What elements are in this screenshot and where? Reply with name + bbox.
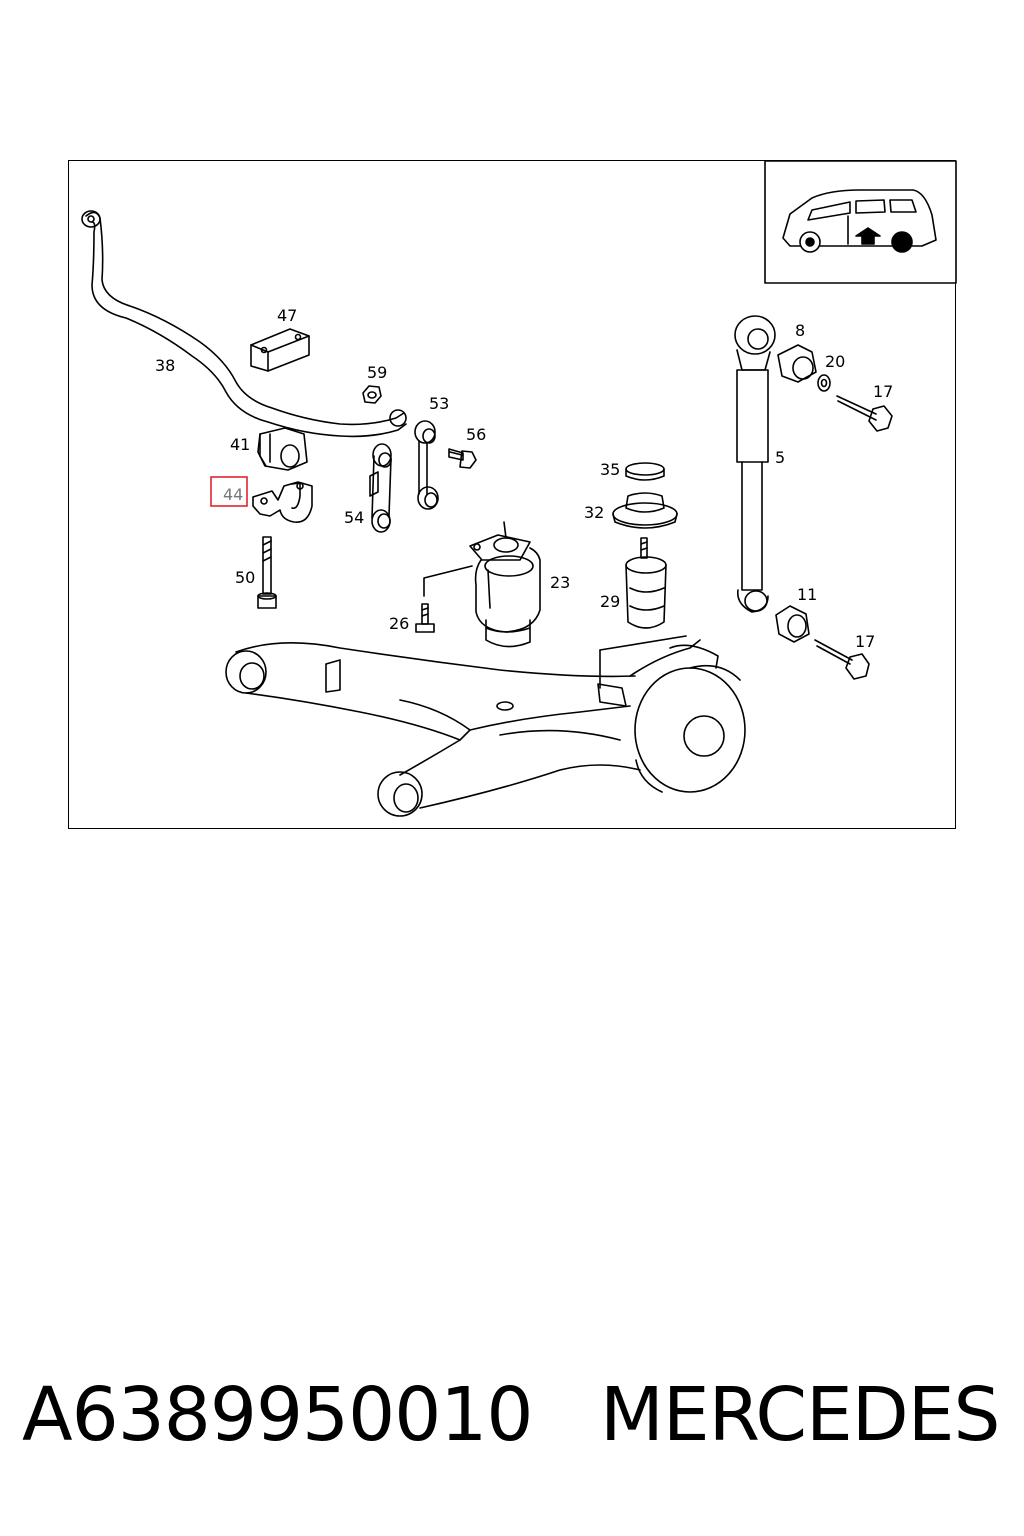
callout-26: 26 [389, 614, 409, 633]
callout-11: 11 [797, 585, 817, 604]
vehicle-inset [764, 160, 957, 284]
callout-56: 56 [466, 425, 486, 444]
callout-23: 23 [550, 573, 570, 592]
highlight-box-44 [210, 476, 248, 507]
part-50-long-bolt [257, 536, 277, 609]
callout-38: 38 [155, 356, 175, 375]
callout-53: 53 [429, 394, 449, 413]
exploded-view-drawing: 38 47 59 53 41 56 44 54 50 26 23 35 32 2… [81, 160, 957, 817]
callout-8: 8 [795, 321, 805, 340]
part-23-air-spring [469, 521, 541, 648]
leader-26-23 [423, 565, 473, 597]
part-20-washer [817, 374, 831, 392]
callout-29: 29 [600, 592, 620, 611]
callout-50: 50 [235, 568, 255, 587]
part-29-bump-stop [625, 537, 667, 629]
callout-17-lower: 17 [855, 632, 875, 651]
part-8-bushing [777, 344, 817, 383]
trailing-arm [225, 635, 746, 817]
part-11-bushing [775, 605, 810, 643]
part-53-link-rod [414, 420, 439, 510]
part-17-bolt-upper [836, 395, 893, 432]
part-59-nut [362, 385, 382, 404]
callout-41: 41 [230, 435, 250, 454]
part-26-screw [415, 603, 435, 633]
callout-44-highlighted: 44 [223, 485, 243, 504]
part-56-bolt [448, 448, 477, 469]
callout-labels: 38 47 59 53 41 56 44 54 50 26 23 35 32 2… [155, 306, 893, 651]
part-5-shock-absorber [734, 315, 776, 613]
part-44-clamp [252, 481, 313, 523]
caption: A6389950010 MERCEDES [22, 1372, 1012, 1472]
part-17-bolt-lower [814, 639, 870, 680]
part-41-bushing [257, 427, 308, 471]
part-54-link-rod [369, 443, 392, 533]
part-38-stabilizer-bar [81, 210, 407, 438]
callout-17-upper: 17 [873, 382, 893, 401]
callout-54: 54 [344, 508, 364, 527]
callout-35: 35 [600, 460, 620, 479]
callout-5: 5 [775, 448, 785, 467]
callout-59: 59 [367, 363, 387, 382]
part-number: A6389950010 [22, 1372, 533, 1458]
brand-name: MERCEDES [600, 1372, 1000, 1458]
callout-20: 20 [825, 352, 845, 371]
part-32-rubber-mount [612, 492, 678, 529]
callout-32: 32 [584, 503, 604, 522]
part-47-rubber-block [250, 328, 310, 372]
callout-47: 47 [277, 306, 297, 325]
part-35-washer [625, 462, 665, 481]
